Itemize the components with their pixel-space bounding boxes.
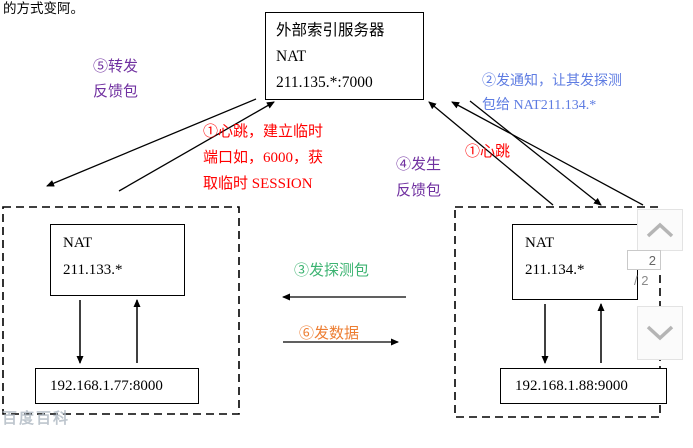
label-line: 端口如，6000，获 <box>203 150 324 166</box>
left-host-address: 192.168.1.77:8000 <box>50 377 163 394</box>
pager-total-pages: / 2 <box>634 273 649 288</box>
left-nat-box: NAT 211.133.* <box>50 224 185 296</box>
label-line: 反馈包 <box>396 183 442 199</box>
label-step1-heartbeat-left: ①心跳，建立临时 端口如，6000，获 取临时 SESSION <box>203 119 323 197</box>
pager-current-page[interactable]: 2 <box>627 250 661 270</box>
label-step3-probe: ③发探测包 <box>294 263 370 279</box>
label-step4-feedback: ④发生 反馈包 <box>396 152 441 204</box>
chevron-down-icon <box>646 325 674 341</box>
label-step1-heartbeat-right: ①心跳 <box>465 144 511 160</box>
right-nat-box: NAT 211.134.* <box>512 224 638 300</box>
right-nat-address: 211.134.* <box>525 262 585 278</box>
label-line: ②发通知，让其发探测 <box>482 74 622 89</box>
label-step6-send-data: ⑥发数据 <box>299 326 360 342</box>
label-step2-notify: ②发通知，让其发探测 包给 NAT211.134.* <box>482 70 622 118</box>
right-nat-label: NAT <box>525 235 555 251</box>
external-index-server-box: 外部索引服务器 NAT 211.135.*:7000 <box>265 12 424 100</box>
label-line: ⑤转发 <box>93 59 139 75</box>
watermark-logo: 百度百科 <box>2 410 71 427</box>
label-line: 包给 NAT211.134.* <box>482 98 597 113</box>
label-step5-forward-feedback: ⑤转发 反馈包 <box>93 55 138 105</box>
left-host-box: 192.168.1.77:8000 <box>35 368 199 404</box>
label-line: ①心跳，建立临时 <box>203 124 324 140</box>
server-title: 外部索引服务器 <box>276 22 385 39</box>
label-line: 反馈包 <box>93 84 139 100</box>
label-line: 取临时 SESSION <box>203 176 313 192</box>
left-nat-address: 211.133.* <box>63 262 123 278</box>
chevron-up-icon <box>646 222 674 238</box>
server-nat-label: NAT <box>276 48 307 65</box>
page-text-fragment: 的方式变阿。 <box>3 1 84 16</box>
server-address: 211.135.*:7000 <box>276 74 373 91</box>
pager-down-button[interactable] <box>637 306 683 360</box>
right-host-box: 192.168.1.88:9000 <box>500 368 667 404</box>
left-nat-label: NAT <box>63 235 93 251</box>
pager-up-button[interactable] <box>637 209 683 251</box>
label-line: ④发生 <box>396 157 442 173</box>
right-host-address: 192.168.1.88:9000 <box>515 377 628 394</box>
